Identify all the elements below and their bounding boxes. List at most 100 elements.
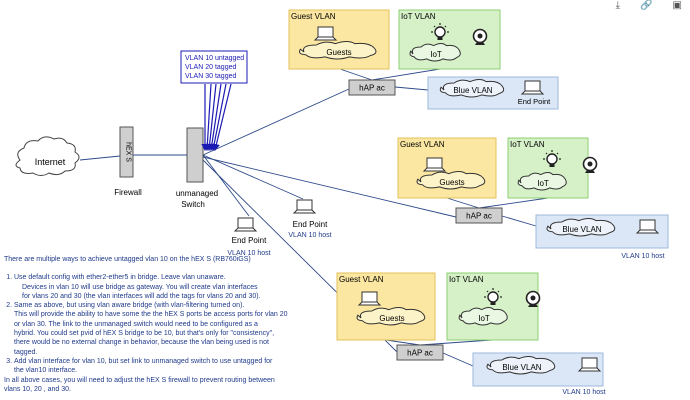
iot-vlan-box: IoT VLAN IoT bbox=[398, 9, 501, 70]
link-11 bbox=[446, 197, 480, 209]
vlan-tag-line-1: VLAN 10 untagged bbox=[185, 55, 244, 62]
link-12 bbox=[478, 197, 549, 209]
notes-item-1: Use default config with ether2-ether5 in… bbox=[14, 273, 324, 301]
link-6 bbox=[202, 154, 250, 217]
end-point-1-label: End Point bbox=[232, 236, 267, 245]
image-icon[interactable]: ▣ bbox=[672, 0, 682, 11]
toolbar: ⤓ 🔗 ▣ bbox=[616, 0, 682, 11]
guests-cloud-label: Guests bbox=[379, 314, 404, 323]
callout-arrow-4 bbox=[208, 83, 222, 152]
laptop-icon bbox=[233, 217, 258, 232]
hap-ac-device: hAP ac bbox=[396, 344, 444, 361]
network-links bbox=[79, 68, 549, 367]
guest-vlan-title: Guest VLAN bbox=[291, 12, 336, 21]
iot-vlan-box: IoT VLAN IoT bbox=[446, 272, 541, 341]
switch-caption-line1: unmanaged bbox=[176, 189, 218, 198]
laptop-icon bbox=[520, 80, 545, 95]
guest-vlan-box: Guest VLAN Guests bbox=[397, 137, 497, 199]
laptop-icon bbox=[422, 157, 447, 172]
link-1 bbox=[79, 155, 121, 161]
laptop-icon bbox=[577, 357, 602, 372]
link-icon[interactable]: 🔗 bbox=[640, 0, 653, 11]
laptop-icon bbox=[292, 199, 317, 214]
link-7 bbox=[202, 154, 304, 200]
switch-caption-line2: Switch bbox=[181, 200, 205, 209]
link-15 bbox=[419, 339, 493, 346]
callout-arrow-5 bbox=[210, 83, 227, 152]
guests-cloud bbox=[356, 307, 426, 326]
hap-ac-device: hAP ac bbox=[348, 79, 396, 96]
iot-vlan-box: IoT VLAN IoT bbox=[507, 137, 598, 199]
end-point-1-sublabel: VLAN 10 host bbox=[227, 250, 270, 257]
blue-vlan-box: Blue VLAN End Point bbox=[427, 76, 559, 110]
access-point-group-2: Guest VLAN Guests IoT VLAN IoT Blue VLAN hAP … bbox=[397, 137, 669, 260]
blue-vlan-box: Blue VLAN bbox=[535, 214, 669, 249]
iot-cloud-label: IoT bbox=[537, 179, 549, 188]
callout-arrow-3 bbox=[206, 83, 217, 152]
firewall-device-label: hEX S bbox=[125, 142, 132, 162]
vlan10-host-caption: VLAN 10 host bbox=[562, 389, 605, 396]
callout-arrow-2 bbox=[203, 83, 212, 152]
vlan-tag-line-2: VLAN 20 tagged bbox=[185, 64, 236, 71]
hap-ac-device: hAP ac bbox=[455, 207, 503, 224]
lightbulb-icon bbox=[484, 288, 502, 305]
laptop-icon bbox=[635, 219, 660, 234]
notes-intro: There are multiple ways to achieve untag… bbox=[4, 256, 251, 263]
unmanaged-switch: unmanaged Switch bbox=[176, 127, 218, 209]
guest-vlan-title: Guest VLAN bbox=[339, 275, 384, 284]
blue-vlan-endpoint-label: End Point bbox=[518, 97, 551, 106]
hap-ac-label: hAP ac bbox=[466, 212, 492, 221]
link-8 bbox=[339, 68, 373, 81]
iot-cloud bbox=[517, 172, 567, 191]
access-point-group-1: Guest VLAN Guests IoT VLAN IoT Blue VLAN End … bbox=[288, 9, 559, 110]
guests-cloud-label: Guests bbox=[326, 48, 351, 57]
link-4 bbox=[202, 156, 457, 218]
camera-icon bbox=[582, 156, 598, 173]
hap-ac-label: hAP ac bbox=[359, 84, 385, 93]
link-16 bbox=[442, 352, 474, 367]
link-13 bbox=[501, 215, 537, 227]
guest-vlan-box: Guest VLAN Guests bbox=[336, 272, 436, 341]
end-point-2-label: End Point bbox=[293, 220, 328, 229]
end-point-2: End Point VLAN 10 host bbox=[288, 199, 332, 239]
link-10 bbox=[371, 68, 441, 81]
notes-text: There are multiple ways to achieve untag… bbox=[4, 255, 324, 394]
blue-vlan-cloud bbox=[486, 356, 556, 375]
camera-icon bbox=[472, 28, 488, 45]
notes-list: Use default config with ether2-ether5 in… bbox=[4, 273, 324, 375]
callout-arrows bbox=[201, 83, 232, 152]
iot-cloud-label: IoT bbox=[478, 314, 490, 323]
guest-vlan-title: Guest VLAN bbox=[400, 140, 445, 149]
iot-vlan-title: IoT VLAN bbox=[401, 12, 436, 21]
camera-icon bbox=[525, 290, 541, 307]
hap-ac-label: hAP ac bbox=[407, 349, 433, 358]
iot-vlan-title: IoT VLAN bbox=[449, 275, 484, 284]
guest-vlan-box: Guest VLAN Guests bbox=[288, 9, 390, 70]
blue-vlan-cloud bbox=[439, 79, 505, 98]
blue-vlan-label: Blue VLAN bbox=[502, 363, 541, 372]
vlan-tag-line-3: VLAN 30 tagged bbox=[185, 73, 236, 80]
guests-cloud bbox=[299, 41, 377, 60]
internet-label: Internet bbox=[35, 157, 66, 167]
vlan-tag-callout: VLAN 10 untagged VLAN 20 tagged VLAN 30 … bbox=[180, 50, 248, 152]
notes-item-3: Add vlan interface for vlan 10, but set … bbox=[14, 357, 324, 376]
notes-closing-2: vlans 10, 20 , and 30. bbox=[4, 385, 71, 393]
iot-vlan-title: IoT VLAN bbox=[510, 140, 545, 149]
blue-vlan-cloud bbox=[546, 218, 616, 237]
blue-vlan-box: Blue VLAN bbox=[472, 352, 604, 387]
lightbulb-icon bbox=[431, 23, 449, 40]
guests-cloud bbox=[416, 171, 486, 190]
download-icon[interactable]: ⤓ bbox=[615, 0, 621, 11]
guests-cloud-label: Guests bbox=[439, 178, 464, 187]
iot-cloud-label: IoT bbox=[430, 50, 442, 59]
end-point-2-sublabel: VLAN 10 host bbox=[288, 232, 331, 239]
vlan10-host-caption: VLAN 10 host bbox=[621, 253, 664, 260]
blue-vlan-label: Blue VLAN bbox=[453, 86, 492, 95]
link-3 bbox=[202, 88, 350, 156]
firewall-device: hEX S Firewall bbox=[114, 126, 142, 197]
laptop-icon bbox=[357, 291, 382, 306]
link-14 bbox=[385, 339, 421, 346]
link-9 bbox=[394, 86, 429, 91]
